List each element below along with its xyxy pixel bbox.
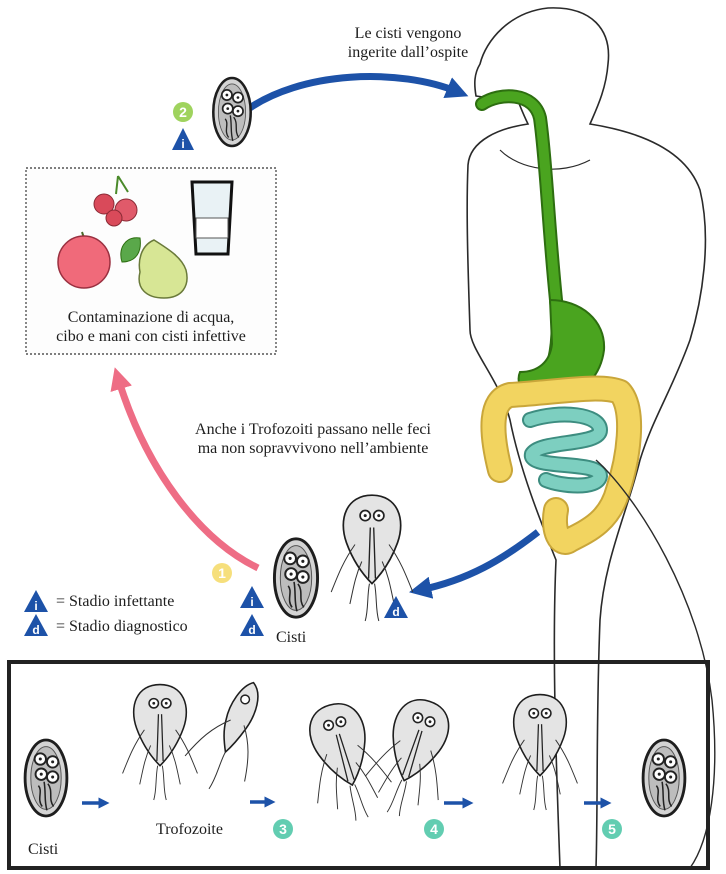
diagnostic-badge-trophozoite	[384, 596, 408, 618]
raspberry-icon	[93, 175, 138, 227]
step-2-number: 2	[179, 104, 187, 120]
step-2-badge	[173, 102, 193, 122]
ingestion-label: Le cisti vengono ingerite dall’ospite	[318, 24, 498, 62]
pear-icon	[120, 237, 188, 299]
contamination-label-line-1: Contaminazione di acqua,	[67, 309, 235, 326]
legend-infective-icon	[24, 590, 48, 612]
infective-badge-letter-middle: i	[250, 595, 253, 609]
legend-infective-label: = Stadio infettante	[56, 593, 175, 610]
step-3-number: 3	[279, 821, 287, 837]
panel-cyst-end	[641, 738, 687, 818]
ingestion-label-line-2: ingerite dall’ospite	[347, 44, 469, 61]
environment-arrow	[110, 367, 260, 572]
legend-infective-letter: i	[34, 599, 37, 613]
apple-icon	[57, 231, 111, 289]
step-1-number: 1	[218, 565, 226, 581]
step-3-badge	[273, 819, 293, 839]
step-5-badge	[602, 819, 622, 839]
ingestion-arrow	[241, 73, 469, 115]
step-4-number: 4	[430, 821, 438, 837]
trophozoite-note: Anche i Trofozoiti passano nelle feci ma…	[168, 420, 458, 458]
replication-panel	[7, 660, 710, 870]
step-4-badge	[424, 819, 444, 839]
panel-trophozoite-encysting	[501, 693, 579, 811]
legend-diagnostic-letter: d	[32, 623, 39, 637]
infective-badge-middle	[240, 586, 264, 608]
step-1-badge	[212, 563, 232, 583]
cysts-label-bottom: Cisti	[28, 841, 59, 858]
infective-cyst	[212, 76, 252, 148]
legend-diagnostic-label: = Stadio diagnostico	[56, 618, 188, 635]
infective-badge-top	[172, 128, 194, 150]
diagnostic-badge-letter-trophozoite: d	[392, 605, 399, 619]
contamination-label: Contaminazione di acqua, cibo e mani con…	[28, 308, 274, 346]
step-5-number: 5	[608, 821, 616, 837]
trophozoite-note-line-1: Anche i Trofozoiti passano nelle feci	[195, 421, 431, 438]
infective-badge-letter: i	[181, 137, 184, 151]
legend-diagnostic-icon	[24, 614, 48, 636]
excreted-trophozoite	[330, 494, 414, 622]
glass-of-water-icon	[190, 180, 234, 256]
dividing-trophozoite-left	[291, 693, 400, 831]
panel-trophozoite-side	[184, 681, 259, 790]
dividing-trophozoite-right	[355, 688, 468, 827]
ingestion-label-line-1: Le cisti vengono	[354, 25, 462, 42]
diagnostic-badge-cyst	[240, 614, 264, 636]
human-body-outline	[466, 7, 707, 869]
excreted-cyst	[272, 537, 320, 619]
trophozoite-label: Trofozoite	[156, 821, 223, 838]
panel-cyst-start	[23, 738, 69, 818]
panel-trophozoite-front	[121, 683, 199, 801]
cysts-label-middle: Cisti	[276, 629, 307, 646]
diagnostic-badge-letter-cyst: d	[248, 623, 255, 637]
contamination-label-line-2: cibo e mani con cisti infettive	[56, 328, 246, 345]
trophozoite-note-line-2: ma non sopravvivono nell’ambiente	[197, 440, 429, 457]
excretion-arrow	[409, 529, 541, 599]
